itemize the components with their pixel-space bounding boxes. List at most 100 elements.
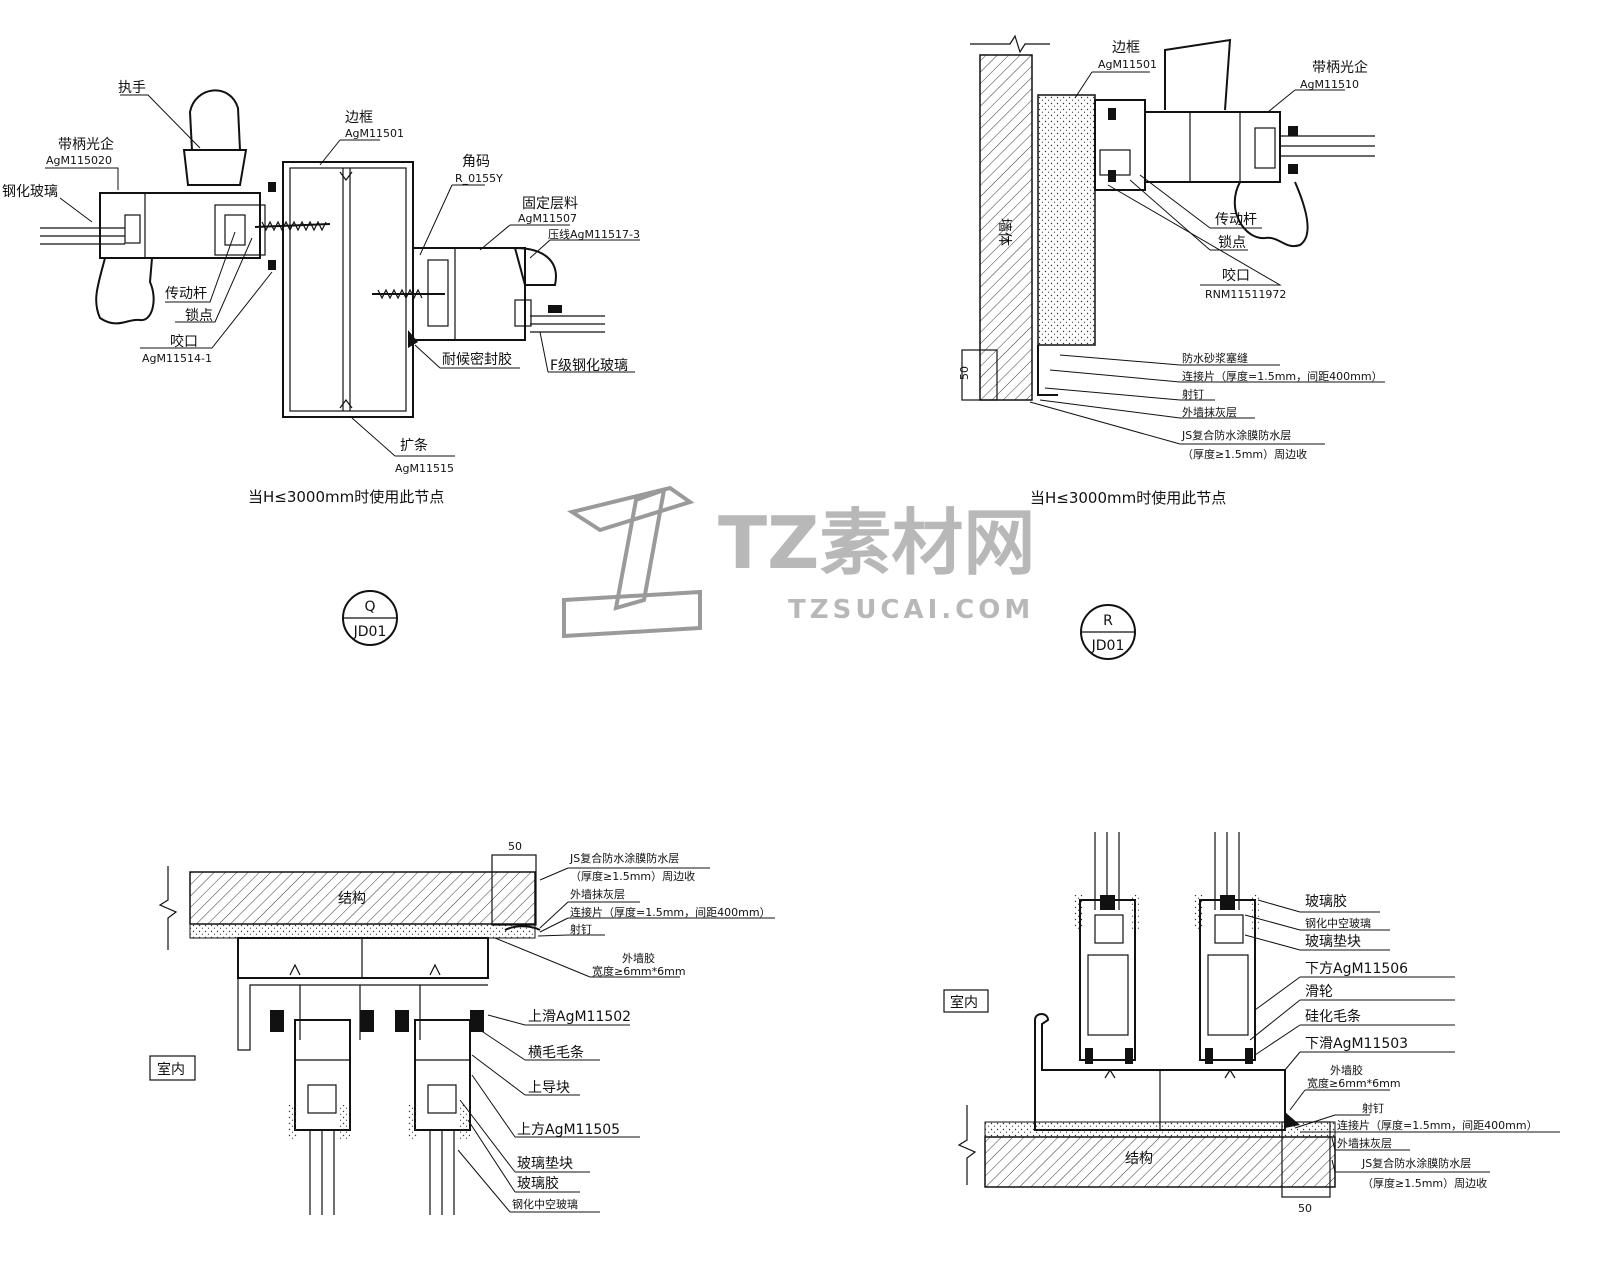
bl-label-sealant: 外墙胶 [622, 951, 655, 965]
q-label-keeper-code: AgM11514-1 [142, 352, 212, 365]
r-wall [961, 34, 1050, 401]
bl-label-connector: 连接片（厚度=1.5mm，间距400mm） [570, 905, 771, 919]
r-detail-badge: R JD01 [1080, 604, 1136, 660]
q-frame [282, 161, 414, 418]
watermark: TZ素材网 TZSUCAI.COM [562, 485, 1035, 639]
q-screw [254, 220, 331, 232]
bl-rail-left [288, 1019, 351, 1215]
q-screw-2 [372, 288, 445, 300]
q-label-keeper: 咬口 [170, 333, 198, 350]
br-callouts: 玻璃胶 钢化中空玻璃 玻璃垫块 下方AgM11506 滑轮 硅化毛条 下滑AgM… [1244, 893, 1560, 1215]
br-structure [957, 1105, 1336, 1198]
q-fixed-profile [412, 246, 562, 341]
br-label-bottom-slide: 下滑AgM11503 [1305, 1035, 1408, 1052]
r-label-keeper: 咬口 [1222, 267, 1250, 284]
r-badge-top: R [1103, 613, 1113, 629]
panel-bottom-right: 室内 结构 玻璃胶 钢化中空玻璃 玻璃垫块 下方AgM11506 滑轮 硅化毛条… [943, 832, 1560, 1215]
br-bottom-slide [1034, 1013, 1286, 1131]
q-label-clip: 角码 [462, 154, 490, 170]
panel-q: 执手 带柄光企 AgM115020 钢化玻璃 边框 AgM11501 角码 R_… [2, 80, 640, 646]
r-label-sash: 带柄光企 [1312, 59, 1368, 76]
br-glass-left [1094, 832, 1120, 910]
r-frame [1094, 99, 1146, 191]
q-badge-top: Q [364, 599, 375, 615]
q-label-handle: 执手 [118, 80, 146, 96]
r-badge-bottom: JD01 [1091, 638, 1125, 654]
bl-label-guide: 上导块 [528, 1080, 570, 1096]
q-label-expander-code: AgM11515 [395, 462, 454, 475]
bl-indoor-box [149, 1055, 196, 1081]
q-label-lock: 锁点 [185, 308, 213, 324]
bl-rail-right [408, 1019, 471, 1215]
br-label-brush: 硅化毛条 [1305, 1008, 1361, 1025]
r-label-connector: 连接片（厚度=1.5mm，间距400mm） [1182, 369, 1383, 383]
r-caption: 当H≤3000mm时使用此节点 [1030, 489, 1226, 507]
q-label-sash-code: AgM115020 [46, 154, 112, 167]
r-label-frame-code: AgM11501 [1098, 58, 1157, 71]
panel-r: 边框 AgM11501 带柄光企 AgM11510 墙体 传动杆 锁点 咬口 R… [958, 34, 1385, 660]
r-callouts: 边框 AgM11501 带柄光企 AgM11510 墙体 传动杆 锁点 咬口 R… [958, 40, 1385, 461]
bl-top-slide [237, 937, 489, 1051]
bl-structure [158, 854, 541, 950]
bl-label-glass: 钢化中空玻璃 [512, 1197, 578, 1211]
br-label-bottom-rail: 下方AgM11506 [1305, 961, 1408, 977]
q-label-sealant: 耐候密封胶 [442, 351, 512, 368]
bl-label-dim: 50 [508, 840, 522, 853]
br-label-glass-block: 玻璃垫块 [1305, 933, 1361, 950]
q-label-expander: 扩条 [400, 437, 428, 454]
r-label-drive-rod: 传动杆 [1215, 212, 1257, 228]
br-label-connector: 连接片（厚度=1.5mm，间距400mm） [1337, 1118, 1538, 1132]
q-label-clip-code: R_0155Y [455, 172, 503, 185]
br-label-plaster: 外墙抹灰层 [1337, 1136, 1392, 1150]
r-label-keeper-code: RNM11511972 [1205, 288, 1286, 301]
panel-bottom-left: 室内 50 JS复合防水涂膜防水层 （厚度≥1.5mm）周边收 结构 外墙抹灰层… [149, 840, 775, 1215]
r-connector [1037, 345, 1058, 396]
bl-label-structure: 结构 [338, 891, 366, 907]
r-label-mortar: 防水砂浆塞缝 [1182, 351, 1248, 365]
bl-label-indoor: 室内 [157, 1061, 185, 1078]
r-label-plaster: 外墙抹灰层 [1182, 405, 1237, 419]
br-label-dim: 50 [1298, 1202, 1312, 1215]
r-label-nail: 射钉 [1182, 387, 1204, 401]
r-sash [1144, 38, 1309, 248]
bl-label-js-note: （厚度≥1.5mm）周边收 [570, 869, 695, 883]
q-sealant [408, 330, 418, 348]
br-label-glass-glue: 玻璃胶 [1305, 893, 1347, 910]
br-label-sealant: 外墙胶 [1330, 1063, 1363, 1077]
q-label-drive-rod: 传动杆 [165, 286, 207, 302]
r-label-sash-code: AgM11510 [1300, 78, 1359, 91]
r-label-js-note: （厚度≥1.5mm）周边收 [1182, 447, 1307, 461]
watermark-brand: TZ素材网 [718, 501, 1035, 585]
q-detail-badge: Q JD01 [342, 590, 398, 646]
q-caption: 当H≤3000mm时使用此节点 [248, 488, 444, 506]
q-seal-top [268, 182, 276, 192]
bl-label-top-rail: 上方AgM11505 [517, 1122, 620, 1138]
r-glass [1280, 126, 1375, 174]
br-label-sealant-width: 宽度≥6mm*6mm [1307, 1076, 1401, 1090]
bl-label-glass-block: 玻璃垫块 [517, 1155, 573, 1172]
q-sash-profile [95, 192, 266, 325]
bl-brushes [270, 1010, 484, 1032]
q-label-fixed: 固定层料 [522, 196, 578, 212]
bl-label-glass-glue: 玻璃胶 [517, 1175, 559, 1192]
bl-label-brush: 横毛毛条 [528, 1044, 584, 1061]
q-label-frame: 边框 [345, 110, 373, 126]
br-label-structure: 结构 [1125, 1151, 1153, 1167]
q-label-fixed-code: AgM11507 [518, 212, 577, 225]
br-rail-right [1194, 895, 1260, 1064]
q-label-glass: 钢化玻璃 [2, 183, 58, 200]
q-label-sash: 带柄光企 [58, 136, 114, 153]
br-indoor-box [943, 989, 989, 1013]
br-glass-right [1214, 832, 1240, 910]
bl-label-plaster: 外墙抹灰层 [570, 887, 625, 901]
q-glass-right [530, 315, 605, 333]
br-label-indoor: 室内 [950, 994, 978, 1011]
br-label-roller: 滑轮 [1305, 983, 1333, 1000]
bl-label-js: JS复合防水涂膜防水层 [569, 851, 679, 865]
q-label-frame-code: AgM11501 [345, 127, 404, 140]
q-glass-left [40, 227, 125, 245]
br-label-js-note: （厚度≥1.5mm）周边收 [1362, 1176, 1487, 1190]
q-label-fixed-glass: F级钢化玻璃 [550, 357, 628, 374]
bl-label-nail: 射钉 [570, 922, 592, 936]
